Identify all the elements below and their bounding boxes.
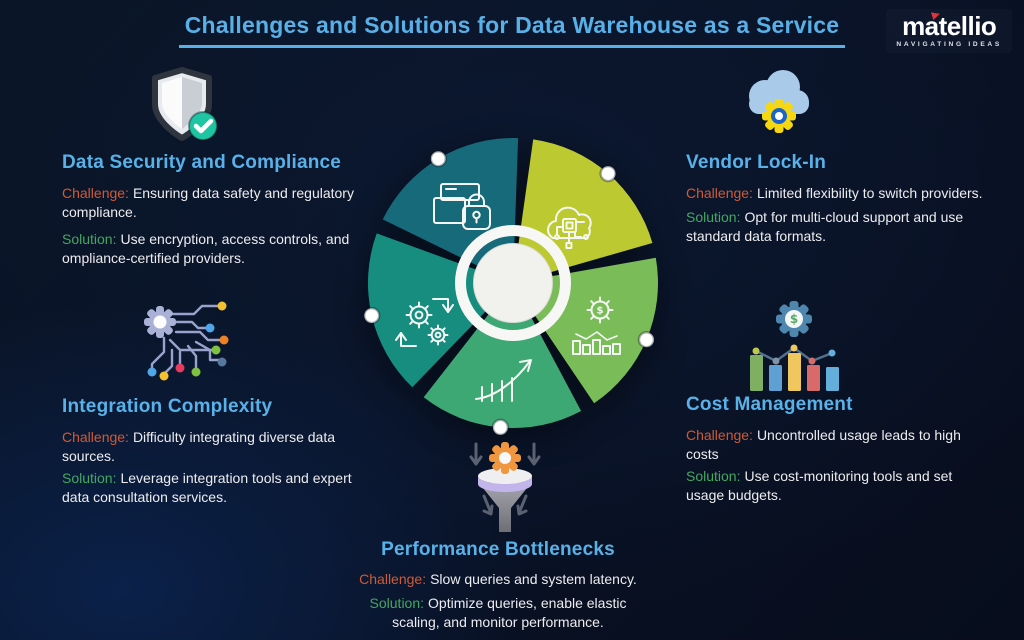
circuit-gear-icon [144, 301, 229, 381]
circuit-gear [144, 306, 176, 338]
solution-label: Solution: [686, 468, 741, 484]
logo-wordmark: matellio [902, 9, 997, 41]
header: Challenges and Solutions for Data Wareho… [0, 12, 1024, 48]
gear-dollar-chart-icon: $ [750, 301, 839, 391]
integration-solution: Solution:Leverage integration tools and … [62, 470, 352, 506]
wheel-hub-ring [455, 225, 571, 341]
growth-arrow-icon [475, 359, 532, 402]
section-heading-data-security: Data Security and Compliance [62, 152, 342, 173]
funnel-gear-icon [469, 442, 541, 532]
solution-label: Solution: [62, 470, 117, 486]
performance-challenge: Challenge:Slow queries and system latenc… [359, 571, 637, 587]
challenge-label: Challenge: [686, 185, 753, 201]
section-heading-vendor: Vendor Lock-In [686, 152, 827, 173]
gear-dollar-bars-icon: $ [572, 296, 621, 355]
logo-tagline: NAVIGATING IDEAS [896, 41, 1002, 48]
solution-label: Solution: [62, 231, 117, 247]
matellio-logo: matellio NAVIGATING IDEAS [886, 9, 1012, 53]
cost-solution: Solution:Use cost-monitoring tools and s… [686, 468, 953, 504]
challenge-label: Challenge: [359, 571, 427, 587]
integration-challenge: Challenge:Difficulty integrating diverse… [62, 429, 336, 465]
section-heading-performance: Performance Bottlenecks [381, 539, 615, 560]
wheel-rim-dots [362, 149, 656, 437]
challenge-label: Challenge: [62, 185, 129, 201]
data-security-solution: Solution:Use encryption, access controls… [62, 231, 350, 267]
data-security-challenge: Challenge:Ensuring data safety and regul… [62, 185, 354, 221]
svg-text:$: $ [790, 312, 798, 326]
solution-label: Solution: [686, 209, 741, 225]
shield-check-icon [152, 67, 218, 141]
folder-lock-icon [433, 183, 491, 230]
performance-solution: Solution:Optimize queries, enable elasti… [369, 595, 627, 631]
wheel-segment-security [382, 138, 519, 283]
vendor-challenge: Challenge:Limited flexibility to switch … [686, 185, 983, 201]
solution-label: Solution: [369, 595, 425, 611]
page-title: Challenges and Solutions for Data Wareho… [178, 12, 846, 48]
section-heading-integration: Integration Complexity [62, 396, 273, 417]
cloud-gear-icon [749, 70, 809, 133]
challenge-label: Challenge: [62, 429, 129, 445]
solution-wheel-diagram: $ [362, 138, 659, 437]
challenge-label: Challenge: [686, 427, 753, 443]
cloud-data-icon [547, 206, 592, 249]
wheel-hub-disc [473, 243, 553, 323]
svg-text:$: $ [597, 306, 604, 317]
section-heading-cost: Cost Management [686, 394, 853, 415]
cost-challenge: Challenge:Uncontrolled usage leads to hi… [686, 427, 961, 463]
sync-gears-icon [395, 298, 454, 347]
wheel-segment-performance [423, 283, 582, 429]
vendor-solution: Solution:Opt for multi-cloud support and… [686, 209, 964, 245]
